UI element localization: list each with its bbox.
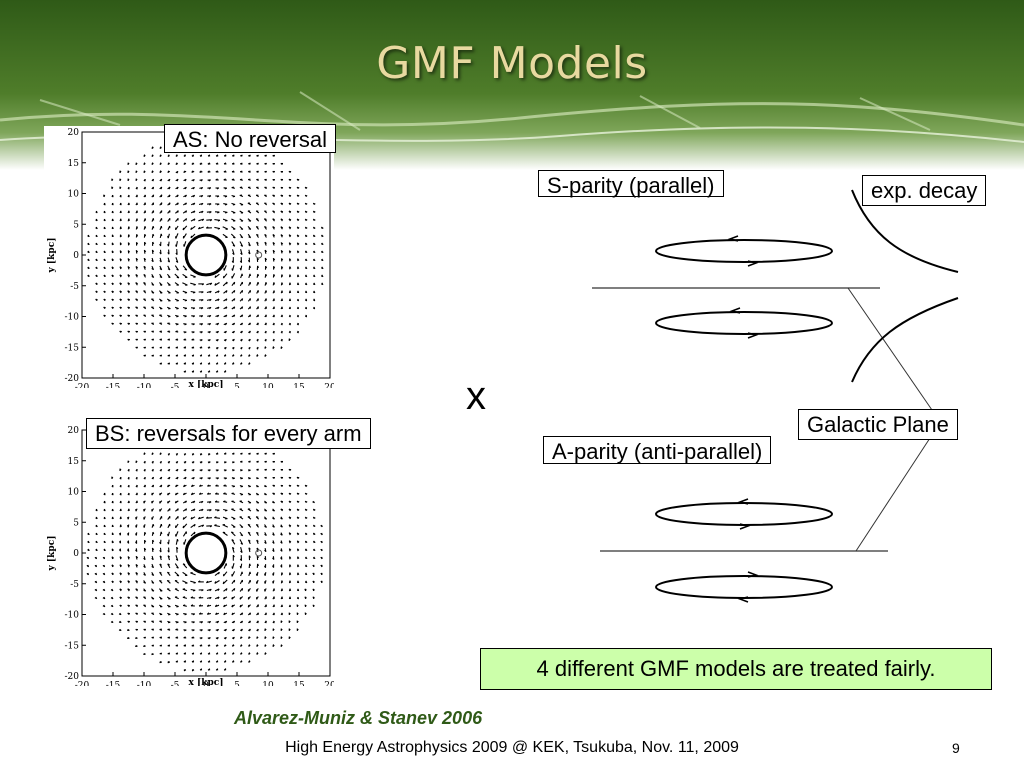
exp-decay-curve-upper (851, 189, 959, 273)
y-tick-label: -20 (65, 672, 80, 682)
galactic-plane-pointer-upper (847, 287, 933, 411)
y-tick-label: -10 (65, 611, 80, 621)
galactic-center-circle (184, 531, 228, 575)
x-tick-label: -15 (106, 383, 121, 388)
x-tick-label: 10 (262, 681, 274, 686)
y-tick-label: 15 (68, 159, 80, 169)
citation: Alvarez-Muniz & Stanev 2006 (234, 708, 483, 728)
bs-field-plot: -20 -15 -10 -5 0 5 10 15 20 20 15 10 5 0 -5 -10 -15 -20 x … (44, 424, 334, 686)
galactic-plane-pointer-lower (855, 437, 931, 552)
sun-marker (255, 549, 263, 557)
a-parity-lower-loop (655, 575, 833, 599)
x-tick-label: -10 (137, 383, 152, 388)
y-tick-label: 10 (68, 190, 80, 200)
y-tick-label: -10 (65, 313, 80, 323)
times-symbol: x (466, 374, 486, 418)
x-axis-label: x [kpc] (188, 380, 223, 388)
galactic-plane-label: Galactic Plane (798, 409, 958, 440)
y-tick-label: 0 (73, 251, 79, 261)
x-axis-label: x [kpc] (188, 678, 223, 686)
x-tick-label: -5 (171, 383, 180, 388)
x-tick-label: 15 (293, 383, 305, 388)
x-tick-label: 10 (262, 383, 274, 388)
x-tick-label: -10 (137, 681, 152, 686)
exp-decay-curve-lower (851, 297, 959, 383)
y-tick-label: 5 (73, 518, 79, 528)
s-parity-upper-loop (655, 239, 833, 263)
x-tick-label: -20 (75, 681, 90, 686)
x-tick-label: 0 (203, 681, 209, 686)
field-vectors (86, 436, 323, 672)
x-tick-label: 0 (203, 383, 209, 388)
bs-label: BS: reversals for every arm (86, 418, 371, 449)
y-axis-label: y [kpc] (47, 536, 57, 572)
y-tick-label: -15 (65, 641, 80, 651)
y-tick-label: -20 (65, 374, 80, 384)
sun-marker (255, 251, 263, 259)
y-tick-label: 15 (68, 457, 80, 467)
y-tick-label: 20 (68, 426, 80, 436)
x-tick-label: 5 (234, 681, 240, 686)
x-tick-label: -15 (106, 681, 121, 686)
x-tick-label: 20 (324, 681, 334, 686)
a-parity-upper-loop (655, 502, 833, 526)
as-label: AS: No reversal (164, 124, 337, 153)
y-tick-label: -5 (70, 580, 79, 590)
s-parity-lower-loop (655, 311, 833, 335)
x-tick-label: 20 (324, 383, 334, 388)
field-vectors (87, 138, 324, 373)
summary-note: 4 different GMF models are treated fairl… (480, 648, 992, 690)
y-tick-label: 0 (73, 549, 79, 559)
y-tick-label: 10 (68, 488, 80, 498)
y-tick-label: 20 (68, 128, 80, 138)
as-field-plot: -20 -15 -10 -5 0 5 10 15 20 20 15 10 5 0 -5 -10 -15 -20 x … (44, 126, 334, 388)
x-tick-label: 15 (293, 681, 305, 686)
y-axis-label: y [kpc] (47, 238, 57, 274)
s-parity-label: S-parity (parallel) (538, 170, 724, 197)
galactic-center-circle (184, 233, 228, 277)
y-tick-label: -5 (70, 282, 79, 292)
footer-text: High Energy Astrophysics 2009 @ KEK, Tsu… (285, 739, 739, 756)
a-parity-label: A-parity (anti-parallel) (543, 436, 772, 464)
y-tick-label: -15 (65, 343, 80, 353)
page-number: 9 (952, 740, 960, 756)
x-tick-label: -20 (75, 383, 90, 388)
x-tick-label: 5 (234, 383, 240, 388)
x-tick-label: -5 (171, 681, 180, 686)
exp-decay-label: exp. decay (862, 175, 987, 206)
y-tick-label: 5 (73, 220, 79, 230)
slide-title: GMF Models (376, 38, 648, 89)
